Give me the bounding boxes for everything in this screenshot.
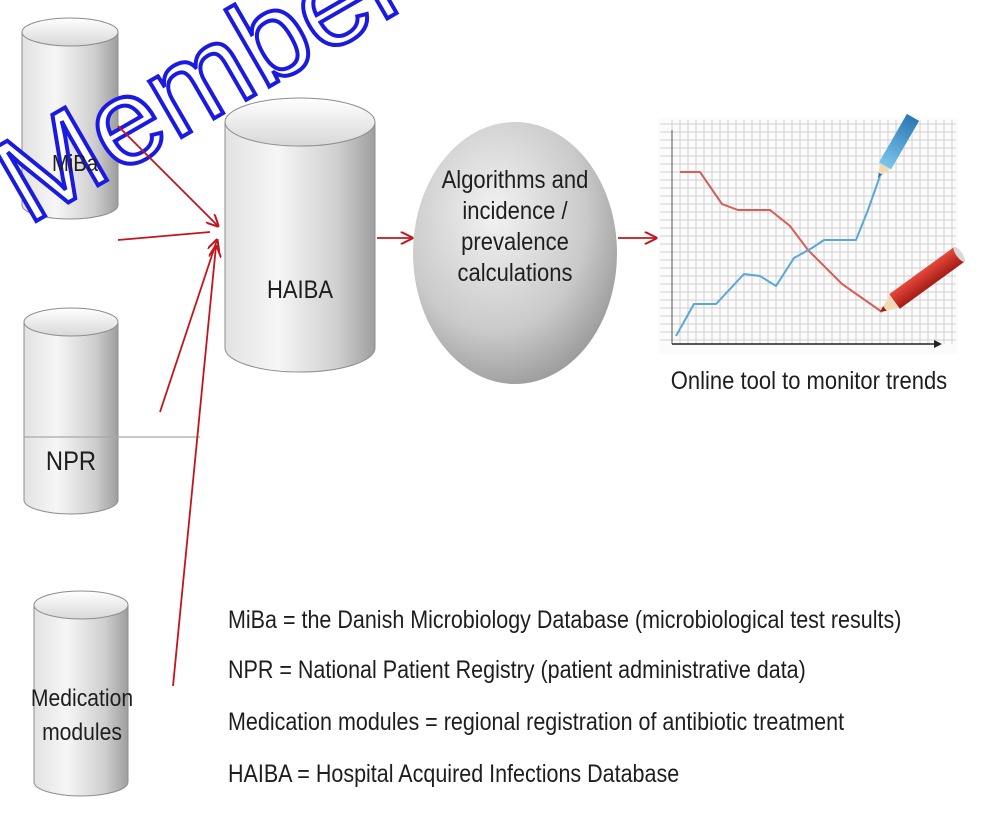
algorithms-label-line-2: incidence / [462, 197, 568, 225]
output-caption: Online tool to monitor trends [670, 367, 948, 395]
blue-trend-line [675, 175, 881, 337]
legend-medication: Medication modules = regional registrati… [228, 708, 845, 736]
algorithms-label-line-3: prevalence [461, 228, 569, 256]
algorithms-label-line-1: Algorithms and [441, 166, 589, 194]
legend-haiba: HAIBA = Hospital Acquired Infections Dat… [228, 760, 680, 788]
haiba-label: HAIBA [266, 276, 334, 304]
algorithms-circle [413, 122, 617, 384]
red-pencil-icon [880, 246, 966, 312]
npr-label: NPR [45, 446, 97, 476]
legend-npr: NPR = National Patient Registry (patient… [228, 656, 806, 684]
arrows-to-haiba [117, 125, 218, 687]
blue-pencil-icon [878, 113, 920, 178]
medication-cylinder [33, 590, 129, 797]
miba-label: MiBa [51, 150, 99, 176]
haiba-cylinder [224, 97, 376, 373]
medication-label-line-2: modules [42, 719, 122, 746]
algorithms-label: Algorithms and incidence / prevalence ca… [427, 165, 603, 289]
red-trend-line [680, 171, 883, 313]
algorithms-label-line-4: calculations [457, 259, 573, 287]
npr-cylinder [23, 307, 200, 515]
miba-cylinder [21, 17, 119, 220]
medication-label: Medication modules [22, 682, 142, 750]
medication-label-line-1: Medication [30, 685, 134, 712]
trend-chart-illustration [658, 113, 966, 354]
legend-miba: MiBa = the Danish Microbiology Database … [228, 606, 902, 634]
